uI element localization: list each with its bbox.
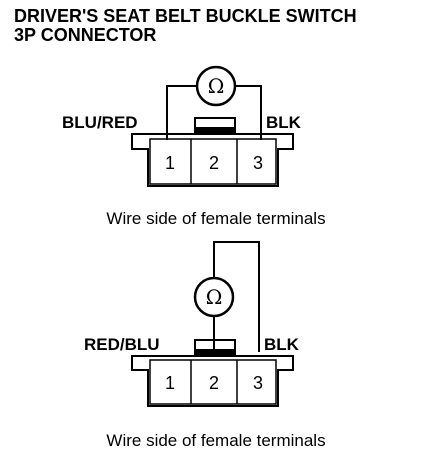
test-1-pin-2: 2 xyxy=(209,153,219,173)
test-1-left-probe-lead xyxy=(166,85,197,140)
test-1-right-wire-label: BLK xyxy=(266,113,302,132)
test-1-pin-3: 3 xyxy=(253,153,263,173)
test-2-ohm-symbol: Ω xyxy=(206,285,223,309)
test-2-ohmmeter-icon: Ω xyxy=(193,276,235,318)
test-2-caption: Wire side of female terminals xyxy=(106,431,325,450)
test-1-right-probe-lead xyxy=(235,85,262,140)
test-2-pin-2: 2 xyxy=(209,373,219,393)
test-1-pin-1: 1 xyxy=(165,153,175,173)
test-2-connector: 1 2 3 xyxy=(131,339,294,407)
test-1-ohm-symbol: Ω xyxy=(208,74,225,98)
test-1-diagram: Ω BLU/RED BLK 1 2 3 Wire side of fem xyxy=(62,65,326,228)
test-1-left-wire-label: BLU/RED xyxy=(62,113,138,132)
test-1-ohmmeter-icon: Ω xyxy=(195,65,237,107)
test-1-caption: Wire side of female terminals xyxy=(106,209,325,228)
test-2-left-wire-label: RED/BLU xyxy=(84,335,160,354)
test-2-diagram: Ω RED/BLU BLK 1 2 3 Wire side of fem xyxy=(84,241,326,450)
test-2-right-wire-label: BLK xyxy=(264,335,300,354)
diagram-title-line-1: DRIVER'S SEAT BELT BUCKLE SWITCH xyxy=(14,6,357,26)
test-2-pin-3: 3 xyxy=(253,373,263,393)
test-2-pin-1: 1 xyxy=(165,373,175,393)
diagram-title-line-2: 3P CONNECTOR xyxy=(14,25,157,45)
test-1-connector: 1 2 3 xyxy=(131,117,294,187)
test-2-right-probe-lead xyxy=(213,241,260,352)
